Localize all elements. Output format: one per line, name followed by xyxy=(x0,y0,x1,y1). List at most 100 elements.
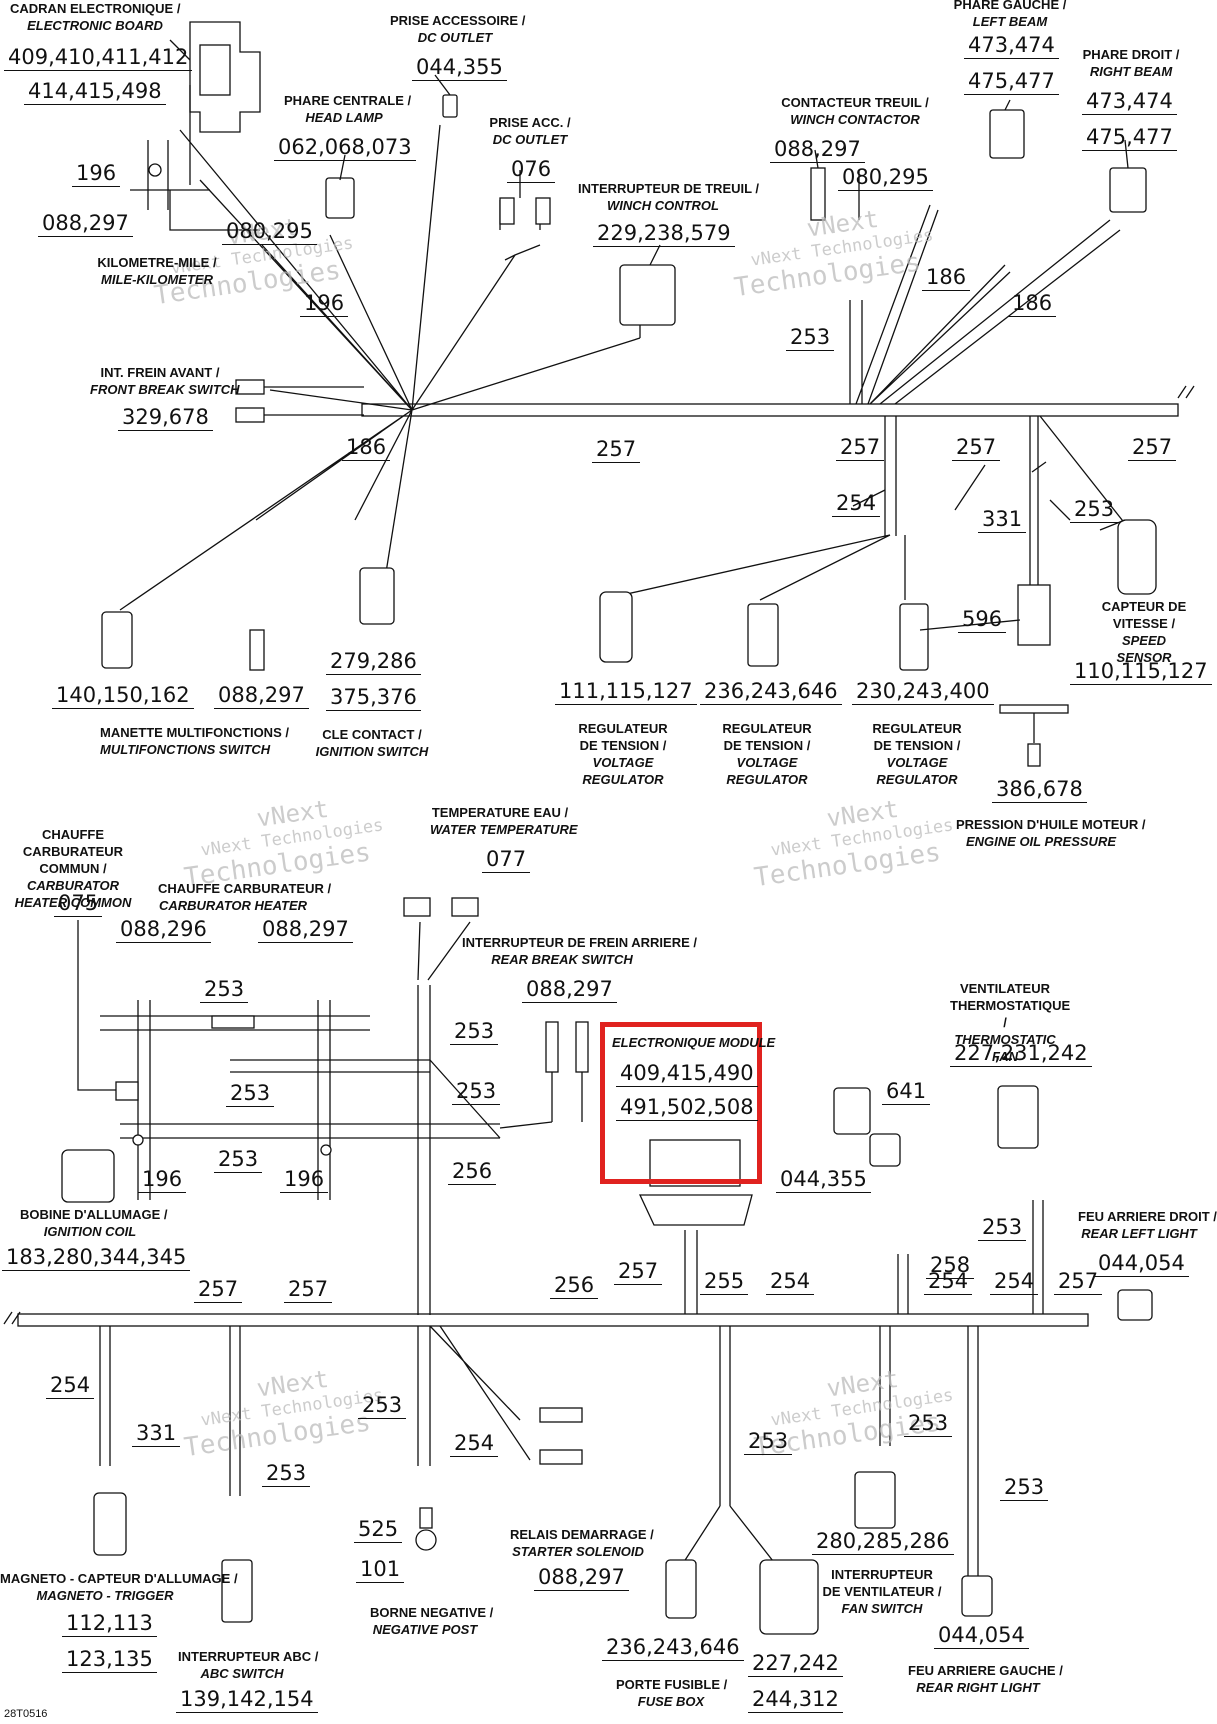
wire-number: 254 xyxy=(832,490,881,517)
electronic-board-connector xyxy=(189,21,261,133)
head-lamp-label: PHARE CENTRALE /HEAD LAMP xyxy=(284,93,412,125)
multi-switch-parts: 140,150,162 xyxy=(52,682,194,709)
wire-number: 254 xyxy=(450,1430,499,1457)
fuse-box-label: PORTE FUSIBLE /FUSE BOX xyxy=(616,1677,728,1709)
negative-post-525: 525 xyxy=(354,1516,403,1543)
thermostatic-fan-parts: 227,231,242 xyxy=(950,1040,1092,1067)
negative-post-label: BORNE NEGATIVE /NEGATIVE POST xyxy=(370,1605,494,1637)
rear-left-light-label: FEU ARRIERE GAUCHE /REAR RIGHT LIGHT xyxy=(908,1663,1063,1695)
page-code: 28T0516 xyxy=(4,1708,48,1720)
ignition-coil-parts: 183,280,344,345 xyxy=(2,1244,191,1271)
abc-switch-label: INTERRUPTEUR ABC /ABC SWITCH xyxy=(178,1649,319,1681)
fan-044-355: 044,355 xyxy=(776,1166,871,1193)
multi-switch-parts-2: 088,297 xyxy=(214,682,309,709)
multi-switch-label: MANETTE MULTIFONCTIONS /MULTIFONCTIONS S… xyxy=(100,725,289,757)
oil-pressure-label: PRESSION D'HUILE MOTEUR /ENGINE OIL PRES… xyxy=(956,817,1146,849)
rear-left-light-parts: 044,054 xyxy=(934,1622,1029,1649)
ignition-coil-label: BOBINE D'ALLUMAGE /IGNITION COIL xyxy=(20,1207,168,1239)
wire-number: 256 xyxy=(448,1158,497,1185)
wire-number: 253 xyxy=(358,1392,407,1419)
mile-km-parts-a: 088,297 xyxy=(38,210,133,237)
winch-control-parts: 229,238,579 xyxy=(593,220,735,247)
speed-sensor-parts: 110,115,127 xyxy=(1070,658,1212,685)
wire-number: 253 xyxy=(226,1080,275,1107)
wire-number: 257 xyxy=(952,434,1001,461)
thermostatic-fan-label: VENTILATEUR THERMOSTATIQUE /THERMOSTATIC… xyxy=(950,981,1071,1064)
water-temp-parts: 077 xyxy=(482,846,531,873)
rear-right-light-parts: 044,054 xyxy=(1094,1250,1189,1277)
mile-km-label: KILOMETRE-MILE /MILE-KILOMETER xyxy=(97,255,217,287)
highlight-box xyxy=(600,1022,762,1184)
magneto-parts-1: 112,113 xyxy=(62,1610,157,1637)
carb-heater-parts-2: 088,297 xyxy=(258,916,353,943)
wire-number: 253 xyxy=(744,1428,793,1455)
winch-contactor-label: CONTACTEUR TREUIL /WINCH CONTACTOR xyxy=(781,95,929,127)
speed-sensor-label: CAPTEUR DE VITESSE /SPEED SENSOR xyxy=(1101,599,1187,665)
winch-contactor-parts-2: 080,295 xyxy=(838,164,933,191)
wire-number: 257 xyxy=(194,1276,243,1303)
abc-switch-parts: 139,142,154 xyxy=(176,1686,318,1713)
mile-km-196-b: 196 xyxy=(300,290,349,317)
wire-number: 257 xyxy=(1128,434,1177,461)
fan-switch-parts: 280,285,286 xyxy=(812,1528,954,1555)
wire-number: 256 xyxy=(550,1272,599,1299)
wire-number: 331 xyxy=(132,1420,181,1447)
magneto-label: MAGNETO - CAPTEUR D'ALLUMAGE /MAGNETO - … xyxy=(0,1571,238,1603)
carb-heater-label: CHAUFFE CARBURATEUR /CARBURATOR HEATER xyxy=(158,881,332,913)
front-brake-label: INT. FREIN AVANT /FRONT BREAK SWITCH xyxy=(90,365,240,397)
oil-pressure-parts: 386,678 xyxy=(992,776,1087,803)
ignition-coil-196-b: 196 xyxy=(280,1166,329,1193)
dc-outlet-label: PRISE ACCESSOIRE /DC OUTLET xyxy=(390,13,526,45)
ignition-switch-label: CLE CONTACT /IGNITION SWITCH xyxy=(315,727,429,759)
wire-number: 257 xyxy=(836,434,885,461)
electronic-module-label: ELECTRONIQUE MODULE xyxy=(612,1035,776,1050)
wire-number: 331 xyxy=(978,506,1027,533)
right-beam-parts-1: 473,474 xyxy=(1082,88,1177,115)
regulator-2-parts: 236,243,646 xyxy=(700,678,842,705)
wire-number: 186 xyxy=(342,434,391,461)
wire-number: 253 xyxy=(452,1078,501,1105)
wire-number: 254 xyxy=(766,1268,815,1295)
wire-number: 253 xyxy=(1070,496,1119,523)
wire-number: 253 xyxy=(904,1410,953,1437)
starter-solenoid-parts: 088,297 xyxy=(534,1564,629,1591)
fuse-box-parts-3: 244,312 xyxy=(748,1686,843,1713)
wire-number: 186 xyxy=(1008,290,1057,317)
dc-outlet-parts: 044,355 xyxy=(412,54,507,81)
front-brake-parts: 329,678 xyxy=(118,404,213,431)
rear-right-light-label: FEU ARRIERE DROIT /REAR LEFT LIGHT xyxy=(1078,1209,1217,1241)
right-beam-parts-2: 475,477 xyxy=(1082,124,1177,151)
regulator-2-label: REGULATEUR DE TENSION /VOLTAGE REGULATOR xyxy=(722,721,812,787)
electronic-module-parts-2: 491,502,508 xyxy=(616,1094,758,1121)
bottom-main-harness xyxy=(17,1313,1089,1327)
wire-number: 254 xyxy=(990,1268,1039,1295)
dc-outlet-acc-parts: 076 xyxy=(507,156,556,183)
wire-number: 255 xyxy=(700,1268,749,1295)
top-main-harness xyxy=(361,403,1179,417)
dc-outlet-acc-label: PRISE ACC. /DC OUTLET xyxy=(489,115,571,147)
electronic-board-parts-1: 409,410,411,412 xyxy=(4,44,193,71)
wire-number: 257 xyxy=(1054,1268,1103,1295)
magneto-parts-2: 123,135 xyxy=(62,1646,157,1673)
head-lamp-parts: 062,068,073 xyxy=(274,134,416,161)
mile-km-196-a: 196 xyxy=(72,160,121,187)
wire-number: 253 xyxy=(1000,1474,1049,1501)
carb-heater-common-parts: 075 xyxy=(54,890,103,917)
mile-km-parts-b: 080,295 xyxy=(222,218,317,245)
fan-switch-label: INTERRUPTEUR DE VENTILATEUR /FAN SWITCH xyxy=(822,1567,942,1616)
fuse-box-parts-1: 236,243,646 xyxy=(602,1634,744,1661)
wire-number: 257 xyxy=(284,1276,333,1303)
electronic-board-parts-2: 414,415,498 xyxy=(24,78,166,105)
left-beam-parts-2: 475,477 xyxy=(964,68,1059,95)
winch-control-label: INTERRUPTEUR DE TREUIL /WINCH CONTROL xyxy=(578,181,760,213)
water-temp-label: TEMPERATURE EAU /WATER TEMPERATURE xyxy=(430,805,578,837)
wire-number: 253 xyxy=(450,1018,499,1045)
ignition-switch-parts-1: 279,286 xyxy=(326,648,421,675)
fuse-box-parts-2: 227,242 xyxy=(748,1650,843,1677)
rear-brake-label: INTERRUPTEUR DE FREIN ARRIERE /REAR BREA… xyxy=(462,935,697,967)
regulator-3-parts: 230,243,400 xyxy=(852,678,994,705)
regulator-1-parts: 111,115,127 xyxy=(555,678,697,705)
fan-641: 641 xyxy=(882,1078,931,1105)
regulator-1-label: REGULATEUR DE TENSION /VOLTAGE REGULATOR xyxy=(578,721,668,787)
